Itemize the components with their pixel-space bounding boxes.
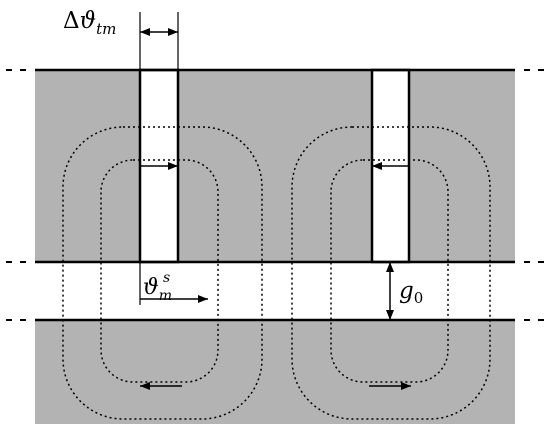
slot-width-dimension xyxy=(139,12,179,70)
slot-width-label: Δϑtm xyxy=(63,8,116,38)
flux-lines xyxy=(62,126,491,420)
flux-loop-right-outer xyxy=(291,126,491,420)
rotor-position-label: ϑms xyxy=(143,270,172,304)
flux-loop-right-inner xyxy=(330,159,449,383)
airgap-label: g0 xyxy=(399,278,423,307)
lower-core xyxy=(35,320,515,424)
upper-core xyxy=(35,70,515,262)
flux-loop-left-inner xyxy=(100,159,219,383)
rotor-position-marker xyxy=(139,262,208,305)
continuation-dashes xyxy=(6,69,544,321)
